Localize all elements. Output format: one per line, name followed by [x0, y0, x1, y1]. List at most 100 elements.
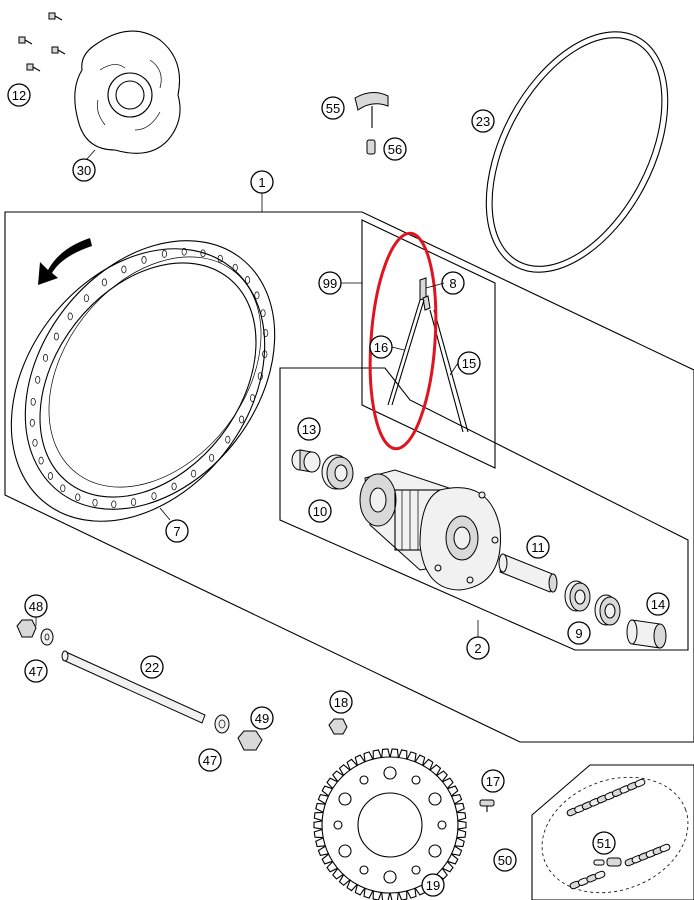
callout-56: 56	[383, 137, 407, 161]
assembly-frame-outline	[4, 211, 694, 743]
rim-spoke-hole	[30, 397, 36, 406]
rim-spoke-hole	[47, 472, 53, 480]
rim-spoke-hole	[232, 263, 238, 272]
rim-spoke-hole	[67, 312, 73, 321]
callout-49: 49	[250, 706, 274, 730]
chain-master-link	[593, 857, 622, 867]
callout-1: 1	[250, 170, 274, 194]
rim-spoke-hole	[225, 435, 231, 444]
rim-spoke-hole	[151, 492, 157, 500]
wheel-hub	[359, 469, 501, 591]
rim-spoke-hole	[245, 276, 251, 284]
disc-bolts	[18, 12, 66, 72]
sprocket-tooth	[363, 888, 374, 899]
rim-spoke-hole	[35, 375, 41, 384]
wheel-axle	[61, 650, 206, 724]
chain-link	[659, 843, 671, 853]
sprocket-hole	[338, 792, 352, 806]
sprocket-hole	[428, 792, 442, 806]
sprocket-nut-18	[328, 718, 348, 735]
spokes-kit-frame	[361, 219, 496, 469]
spokes	[387, 277, 469, 433]
callout-14: 14	[646, 592, 670, 616]
sprocket-tooth	[372, 749, 382, 760]
rotation-direction-arrow	[38, 238, 92, 285]
sprocket-hole	[383, 870, 397, 884]
callout-50: 50	[493, 848, 517, 872]
callout-19: 19	[421, 873, 445, 897]
rim-spoke-hole	[263, 329, 269, 337]
chain-frame	[531, 764, 694, 900]
callout-12: 12	[7, 83, 31, 107]
callout-label: 10	[313, 504, 327, 519]
rim-spoke-hole	[249, 394, 256, 402]
sprocket-tooth	[442, 861, 454, 873]
sprocket-tooth	[332, 868, 344, 880]
rim-spoke-hole	[75, 493, 81, 502]
rim-spoke-hole	[217, 254, 223, 263]
sprocket-tooth	[429, 764, 442, 776]
sprocket-tooth	[451, 793, 463, 805]
callout-label: 14	[651, 597, 665, 612]
rim-spoke-hole	[262, 350, 268, 359]
sprocket-tooth	[398, 749, 408, 760]
sprocket-tooth	[346, 879, 358, 892]
callout-label: 23	[476, 114, 490, 129]
rim-leader	[159, 507, 171, 521]
callout-leader-line	[391, 346, 405, 351]
sprocket-hole	[359, 775, 369, 785]
callout-label: 11	[531, 540, 545, 555]
callout-label: 1	[258, 175, 265, 190]
callout-label: 2	[474, 641, 481, 656]
rear-sprocket	[313, 748, 467, 900]
sprocket-tooth	[354, 754, 366, 766]
rim-spoke-hole	[101, 278, 107, 287]
sprocket-hole	[411, 775, 421, 785]
callout-label: 7	[173, 524, 180, 539]
callout-48: 48	[24, 594, 48, 618]
callout-label: 55	[326, 101, 340, 116]
callout-label: 13	[302, 422, 316, 437]
chain-link	[634, 778, 646, 788]
rim-spoke-hole	[83, 294, 89, 303]
sprocket-tooth	[313, 811, 324, 822]
rim-spoke-hole	[200, 249, 206, 258]
callout-label: 99	[323, 276, 337, 291]
sprocket-tooth	[315, 802, 326, 813]
callout-label: 47	[203, 753, 217, 768]
sprocket-tooth	[436, 770, 448, 782]
callout-label: 18	[334, 695, 348, 710]
sprocket-tooth	[447, 853, 459, 865]
rim-spoke-hole	[131, 498, 137, 506]
callout-label: 9	[575, 626, 582, 641]
sprocket-bolt-17	[479, 799, 495, 812]
callout-leader-line	[425, 282, 445, 289]
washer-47b	[214, 714, 230, 734]
callout-label: 30	[77, 163, 91, 178]
sprocket-tooth	[456, 811, 467, 822]
callout-8: 8	[441, 271, 465, 295]
callout-label: 17	[486, 774, 500, 789]
rim-spoke-hole	[209, 453, 215, 462]
sprocket-tooth	[317, 845, 329, 857]
sprocket-tooth	[456, 828, 467, 839]
callout-15: 15	[457, 351, 481, 375]
sprocket-tooth	[315, 837, 326, 848]
rim-spoke-hole	[239, 415, 245, 424]
hub-bearing-9b	[594, 594, 621, 626]
sprocket-tooth	[321, 785, 333, 797]
drive-chain	[541, 776, 689, 894]
callout-47: 47	[24, 659, 48, 683]
sprocket-hole	[359, 865, 369, 875]
sprocket-tooth	[406, 751, 417, 762]
sprocket-tooth	[332, 770, 344, 782]
rim-spoke-hole	[181, 247, 187, 256]
sprocket-tooth	[313, 828, 324, 839]
callout-7: 7	[165, 519, 189, 543]
callout-9: 9	[567, 621, 591, 645]
callout-10: 10	[308, 499, 332, 523]
callout-17: 17	[481, 769, 505, 793]
rim-spoke-hole	[254, 291, 260, 300]
sprocket-tooth	[457, 820, 467, 830]
